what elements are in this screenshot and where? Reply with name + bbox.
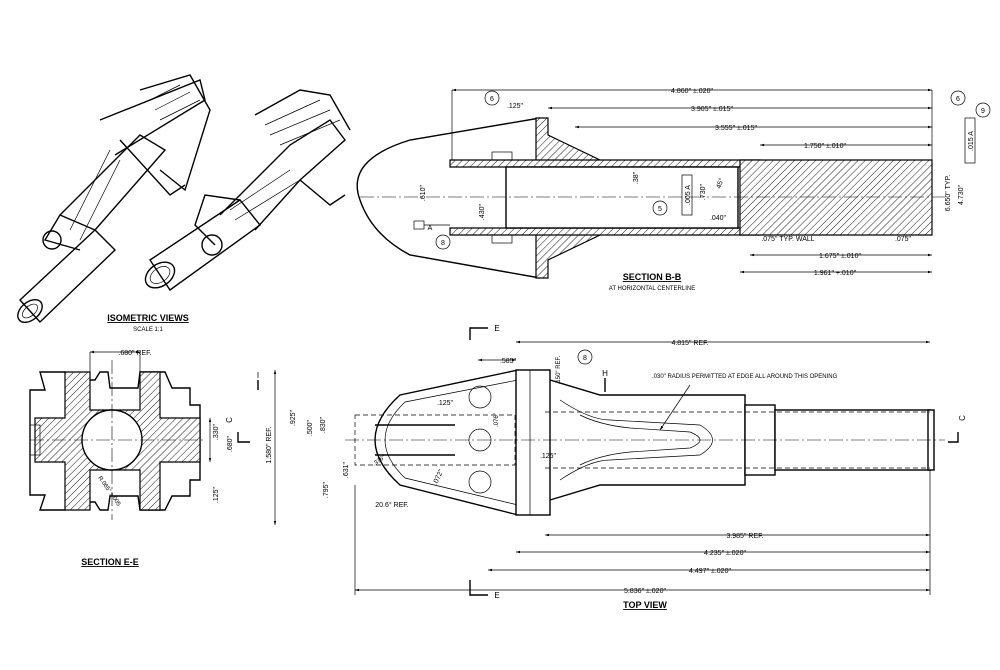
top-balloon-8: 8 (583, 355, 587, 362)
top-dim-795: .795" (323, 481, 330, 498)
top-dim-072: .072" (432, 468, 445, 486)
dim-650typ: 6.650" TYP. (945, 175, 952, 212)
section-mark-c-right: C (958, 415, 967, 421)
dim-430: .430" (479, 203, 486, 220)
section-mark-e-bottom: E (494, 591, 499, 600)
section-ee: .680" REF. .330" .680" .125" R.065" ±.00… (29, 350, 234, 567)
section-ee-title: SECTION E-E (81, 557, 139, 567)
dim-overall: 4.860" ±.020" (671, 88, 713, 95)
top-dim-631: .631" (343, 461, 350, 478)
dim-040: .040" (710, 215, 727, 222)
ee-dim-125: .125" (213, 486, 220, 503)
section-bb-title: SECTION B-B (623, 272, 682, 282)
top-dim-5836: 5.836" ±.020" (624, 588, 666, 595)
top-dim-125a: .125" (437, 400, 454, 407)
dim-38: .38" (633, 171, 640, 184)
balloon-6: 6 (490, 96, 494, 103)
section-bb: 4.860" ±.020" 3.905" ±.015" 3.555" ±.015… (356, 88, 991, 292)
section-mark-e-top: E (494, 324, 499, 333)
dim-45: 45° (715, 177, 726, 190)
dim-1961: 1.961" +.010" (814, 270, 857, 277)
section-mark-h: H (602, 369, 608, 378)
section-bb-subtitle: AT HORIZONTAL CENTERLINE (609, 286, 695, 292)
top-dim-1580: 1.580" REF. (266, 426, 273, 463)
dim-730: .730" (700, 183, 707, 200)
top-dim-150: .150" REF. (556, 355, 562, 384)
dim-075: .075" (895, 236, 912, 243)
ee-dim-330: .330" (213, 423, 220, 440)
top-dim-4815: 4.815" REF. (671, 340, 708, 347)
top-view-title: TOP VIEW (623, 600, 667, 610)
isometric-views: ISOMETRIC VIEWS SCALE 1:1 (17, 74, 351, 333)
balloon-8: 8 (441, 240, 445, 247)
section-mark-i: I (257, 371, 259, 380)
top-dim-4235: 4.235" ±.020" (704, 550, 746, 557)
balloon-6b: 6 (956, 96, 960, 103)
top-dim-3985: 3.985" REF. (726, 533, 763, 540)
isometric-part-right (144, 89, 351, 291)
isometric-title: ISOMETRIC VIEWS (107, 313, 189, 323)
isometric-part-left (17, 74, 211, 324)
feature-control-1: .005 A (685, 185, 692, 205)
top-dim-830: .830" (320, 416, 327, 433)
top-dim-585: .585" (500, 358, 517, 365)
dim-3555: 3.555" ±.015" (715, 125, 757, 132)
dim-610: .610" (420, 184, 427, 201)
top-dim-925: .925" (290, 409, 297, 426)
dim-125: .125" (507, 103, 524, 110)
section-mark-c-left: C (225, 417, 234, 423)
dim-wall: .075" TYP. WALL (761, 236, 814, 243)
top-dim-376: .376" (372, 455, 387, 468)
datum-a: A (428, 225, 433, 232)
dim-1675: 1.675" ±.010" (819, 253, 861, 260)
isometric-scale: SCALE 1:1 (133, 327, 163, 333)
balloon-5: 5 (658, 206, 662, 213)
ee-dim-ref: .680" REF. (118, 350, 151, 357)
top-dim-500: .500" (307, 419, 314, 436)
top-dim-076: .076" (494, 413, 500, 427)
balloon-9: 9 (981, 108, 985, 115)
top-dim-125b: .125" (540, 453, 557, 460)
top-dim-206: 20.6° REF. (375, 501, 409, 509)
top-note-radius-1: .030" RADIUS PERMITTED AT EDGE ALL AROUN… (652, 374, 838, 380)
dim-4730: 4.730" (958, 184, 965, 205)
top-view: 4.815" REF. .585" .150" REF. .030" RADIU… (225, 324, 967, 610)
ee-dim-680: .680" (227, 435, 234, 452)
feature-control-2: .015 A (968, 131, 975, 151)
top-dim-4497: 4.497" ±.020" (689, 568, 731, 575)
dim-3905: 3.905" ±.015" (691, 106, 733, 113)
dim-1750: 1.750" ±.010" (804, 143, 846, 150)
